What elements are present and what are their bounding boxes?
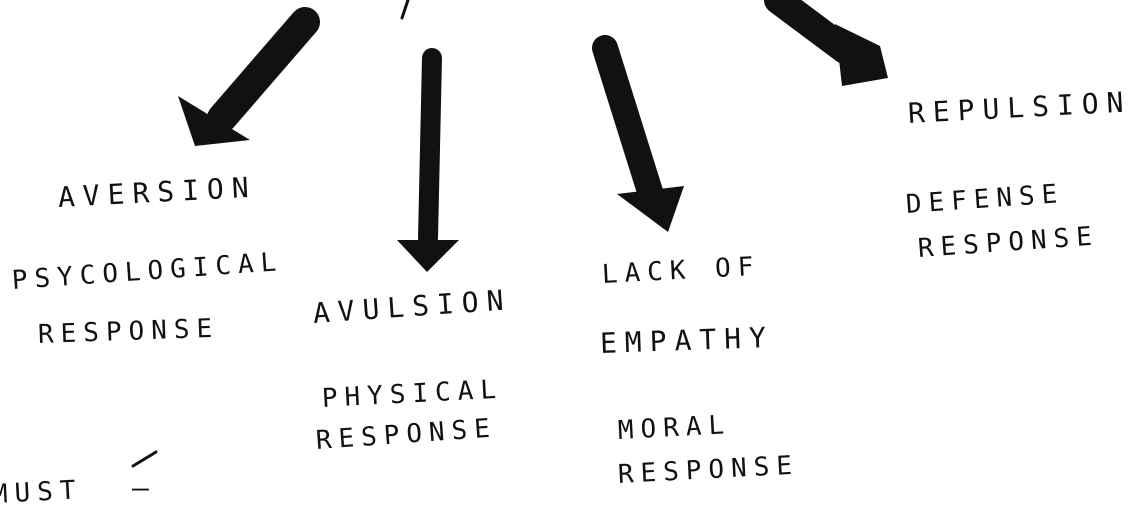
node-lack-of-empathy-title-line-2: EMPATHY xyxy=(599,320,775,360)
arrow-to-repulsion xyxy=(764,0,888,86)
arrow-to-aversion xyxy=(178,7,320,146)
arrow-to-avulsion xyxy=(397,48,459,272)
node-lack-of-empathy-title-line-1: LACK OF xyxy=(601,251,762,290)
fragment-text: MUST xyxy=(0,475,84,508)
node-lack-of-empathy-subtitle-line-1: MORAL xyxy=(617,410,732,446)
fragment-mark: – xyxy=(132,471,157,504)
fragment-mark-slash xyxy=(131,450,158,468)
top-stub-stroke xyxy=(400,0,410,20)
arrow-to-lack-of-empathy xyxy=(592,35,684,232)
node-aversion-subtitle-line-2: RESPONSE xyxy=(37,313,220,350)
